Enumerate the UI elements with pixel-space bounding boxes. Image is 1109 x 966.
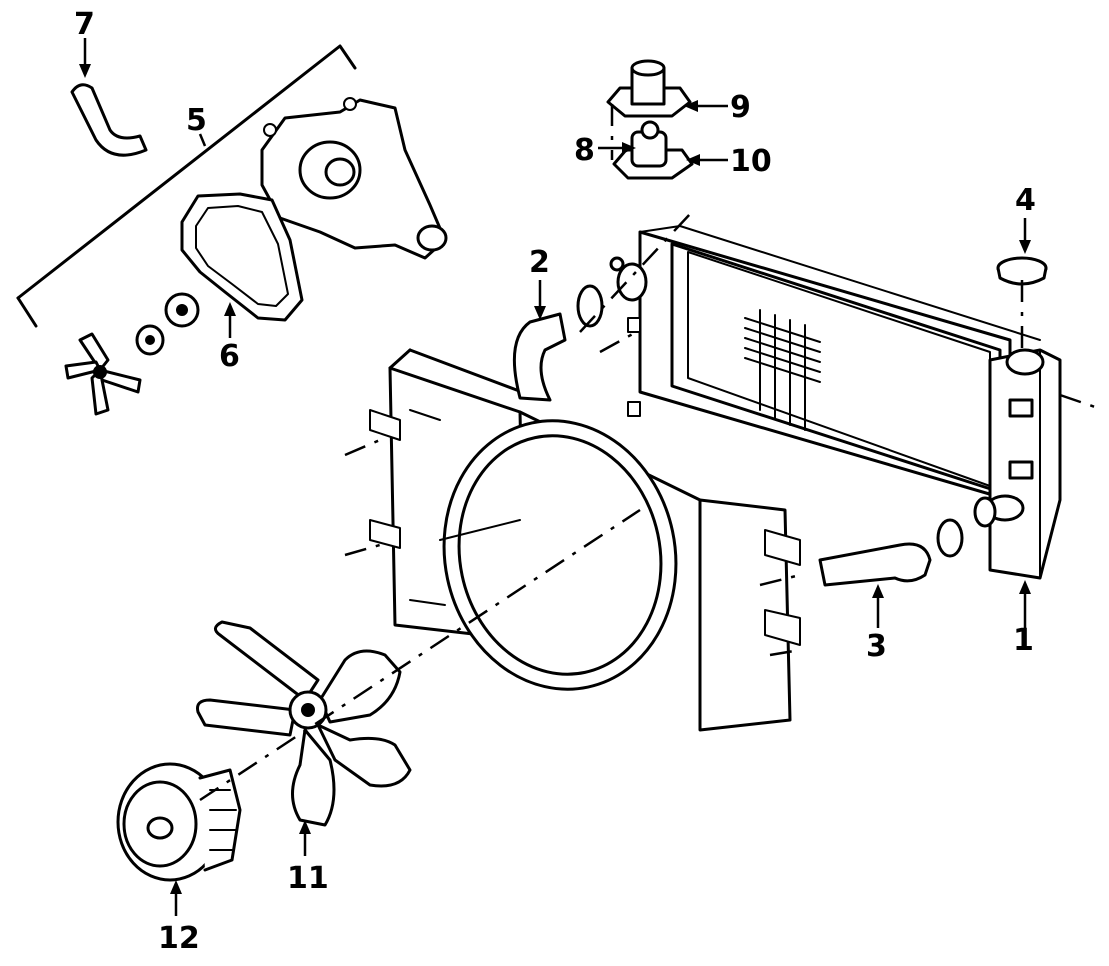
callout-10-label: 10 bbox=[730, 144, 772, 179]
callout-9-label: 9 bbox=[730, 90, 751, 125]
callout-3-label: 3 bbox=[866, 629, 887, 664]
bypass-hose bbox=[70, 83, 148, 157]
callout-12: 12 bbox=[158, 880, 200, 956]
lower-radiator-hose bbox=[818, 496, 997, 587]
fan-shroud bbox=[388, 348, 792, 732]
callout-11-label: 11 bbox=[287, 861, 329, 896]
coolant-reservoir bbox=[985, 348, 1062, 580]
callout-12-label: 12 bbox=[158, 921, 200, 956]
radiator-cap bbox=[996, 256, 1048, 376]
callout-2-label: 2 bbox=[529, 245, 550, 280]
upper-radiator-hose bbox=[512, 256, 648, 402]
callout-4-label: 4 bbox=[1015, 183, 1036, 218]
callout-9: 9 bbox=[684, 90, 751, 125]
group-bracket bbox=[16, 44, 357, 328]
water-pump-gasket bbox=[180, 192, 304, 322]
callout-4: 4 bbox=[1015, 183, 1036, 254]
pulleys bbox=[135, 292, 200, 356]
callout-10: 10 bbox=[686, 144, 772, 179]
callout-7-label: 7 bbox=[74, 7, 95, 42]
callout-1: 1 bbox=[1013, 580, 1034, 658]
callout-5: 5 bbox=[186, 103, 207, 147]
thermostat-housing bbox=[606, 59, 692, 118]
radiator bbox=[638, 225, 1041, 502]
cooling-fan bbox=[196, 620, 412, 827]
bracket-clips bbox=[369, 317, 801, 646]
fan-clutch bbox=[116, 762, 242, 882]
callout-7: 7 bbox=[74, 7, 95, 78]
center-lines bbox=[199, 104, 1099, 802]
callout-8-label: 8 bbox=[574, 133, 595, 168]
water-pump bbox=[260, 97, 448, 260]
callout-2: 2 bbox=[529, 245, 550, 320]
callout-3: 3 bbox=[866, 584, 887, 664]
callout-11: 11 bbox=[287, 820, 329, 896]
callout-5-label: 5 bbox=[186, 103, 207, 138]
callout-1-label: 1 bbox=[1013, 623, 1034, 658]
callout-6-label: 6 bbox=[219, 339, 240, 374]
callout-8: 8 bbox=[574, 133, 636, 168]
callout-6: 6 bbox=[219, 302, 240, 374]
small-fan bbox=[64, 332, 142, 416]
